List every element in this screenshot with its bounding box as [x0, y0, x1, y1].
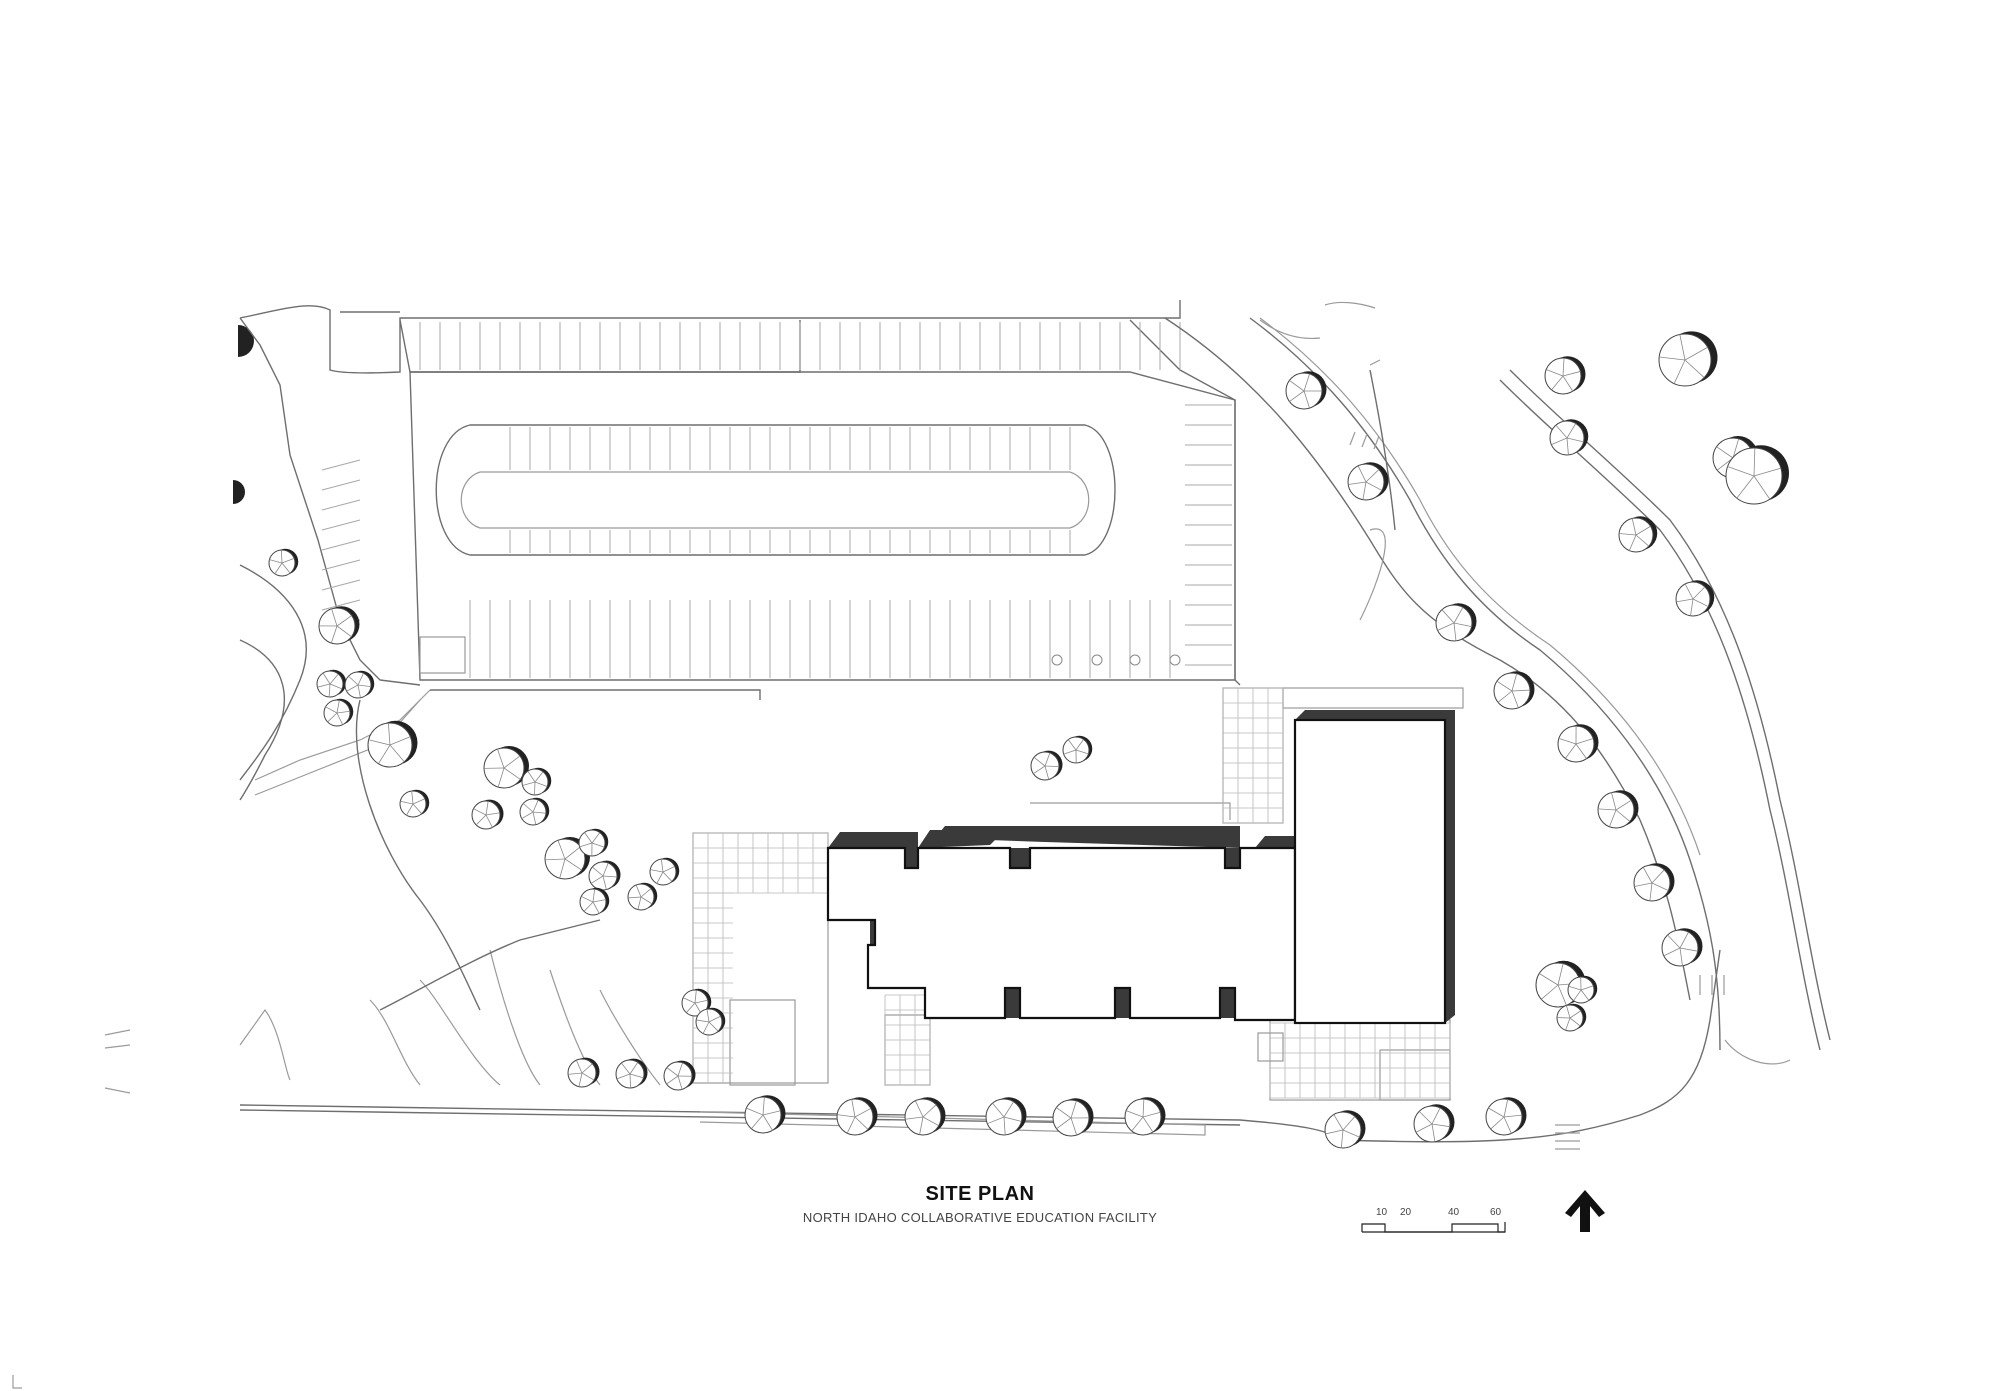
tree [268, 548, 299, 577]
scale-label-60: 60 [1490, 1207, 1502, 1218]
edge-tree-shadows [233, 325, 254, 504]
tree [519, 797, 550, 826]
tree [1725, 445, 1789, 505]
tree [663, 1060, 696, 1091]
building-footprint [826, 710, 1455, 1062]
project-subtitle: NORTH IDAHO COLLABORATIVE EDUCATION FACI… [802, 1210, 1158, 1225]
tree [681, 988, 712, 1017]
tree [1557, 724, 1599, 763]
parking-lot [239, 300, 1241, 686]
tree [588, 860, 621, 891]
tree [1633, 863, 1675, 902]
tree [744, 1095, 786, 1134]
tree [1124, 1097, 1166, 1136]
tree [367, 720, 418, 768]
trees [268, 331, 1789, 1149]
tree [985, 1097, 1027, 1136]
tree [323, 698, 354, 727]
tree [1567, 975, 1598, 1004]
north-arrow-icon [1565, 1190, 1605, 1232]
tree [521, 767, 552, 796]
tree [1052, 1098, 1094, 1137]
tree [344, 670, 375, 699]
tree [483, 746, 529, 789]
tree [578, 828, 609, 857]
tree [1544, 356, 1586, 395]
paved-plazas [692, 687, 1464, 1101]
tree [904, 1097, 946, 1136]
east-road [1164, 301, 1831, 1150]
tree [1324, 1110, 1366, 1149]
parking-stalls [321, 322, 1232, 678]
scale-label-20: 20 [1400, 1207, 1412, 1218]
tree [567, 1057, 600, 1088]
tree [1597, 790, 1639, 829]
tree [1435, 603, 1477, 642]
tree [1285, 371, 1327, 410]
accessible-parking-icons [1051, 654, 1181, 666]
tree [695, 1007, 726, 1036]
tree [1556, 1003, 1587, 1032]
scale-label-40: 40 [1448, 1207, 1460, 1218]
tree [399, 789, 430, 818]
tree [579, 887, 610, 916]
tree [471, 799, 504, 830]
tree [836, 1097, 878, 1136]
tree [1485, 1097, 1527, 1136]
scale-label-10: 10 [1376, 1207, 1388, 1218]
tree [1661, 928, 1703, 967]
tree [1675, 580, 1715, 617]
tree [627, 882, 658, 911]
tree [615, 1058, 648, 1089]
tree [1030, 750, 1063, 781]
tree [1413, 1104, 1455, 1143]
tree [1347, 462, 1389, 501]
tree [1549, 419, 1589, 456]
scale-bar [1361, 1222, 1506, 1233]
tree [1493, 671, 1535, 710]
tree [1658, 331, 1718, 387]
tree [318, 606, 360, 645]
drawing-title: SITE PLAN [925, 1183, 1035, 1205]
tree [649, 857, 680, 886]
tree [1062, 735, 1093, 764]
tree [1618, 516, 1658, 553]
title-block: SITE PLAN NORTH IDAHO COLLABORATIVE EDUC… [800, 1183, 1160, 1225]
tree [316, 669, 347, 698]
west-access-road [104, 564, 761, 1094]
